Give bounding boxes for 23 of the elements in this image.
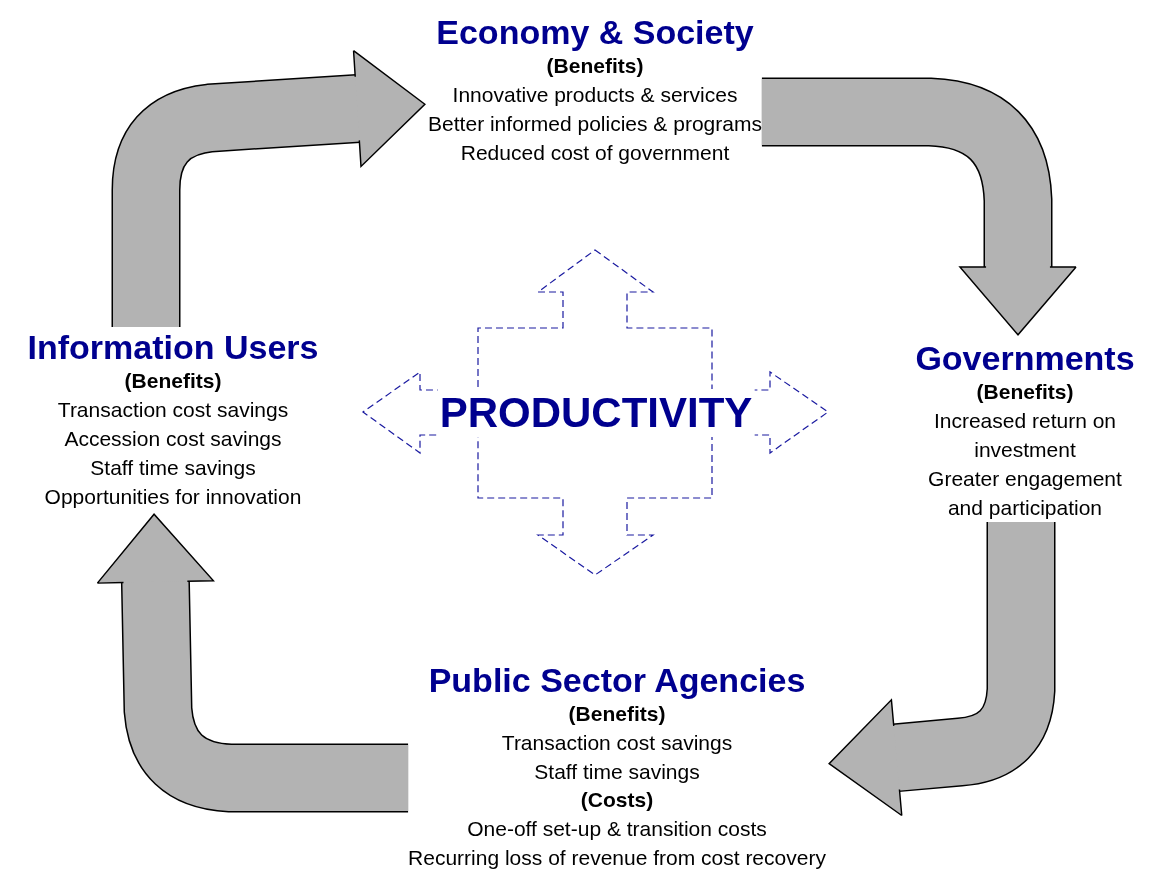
list-item: Increased return on investment xyxy=(932,408,1118,463)
list-item: Transaction cost savings xyxy=(57,397,289,423)
list-item: Innovative products & services xyxy=(452,82,738,108)
list-item: Greater engagement and participation xyxy=(927,466,1123,521)
section-heading: (Benefits) xyxy=(546,53,644,79)
list-item: Staff time savings xyxy=(90,455,256,481)
node-heading: Information Users xyxy=(27,327,319,367)
list-item: Staff time savings xyxy=(534,759,700,785)
center-label: PRODUCTIVITY xyxy=(437,389,755,437)
section-heading: (Benefits) xyxy=(124,368,222,394)
list-item: Transaction cost savings xyxy=(501,730,733,756)
list-item: Better informed policies & programs xyxy=(428,111,762,137)
list-item: Reduced cost of government xyxy=(460,140,730,166)
node-heading: Economy & Society xyxy=(436,12,754,52)
section-heading: (Benefits) xyxy=(568,701,666,727)
list-item: One-off set-up & transition costs xyxy=(467,816,767,842)
node-heading: Governments xyxy=(915,338,1135,378)
list-item: Accession cost savings xyxy=(64,426,282,452)
list-item: Opportunities for innovation xyxy=(44,484,302,510)
section-heading: (Benefits) xyxy=(976,379,1074,405)
list-item: Recurring loss of revenue from cost recovery xyxy=(408,845,826,871)
node-heading: Public Sector Agencies xyxy=(428,660,806,700)
section-heading: (Costs) xyxy=(580,787,654,813)
